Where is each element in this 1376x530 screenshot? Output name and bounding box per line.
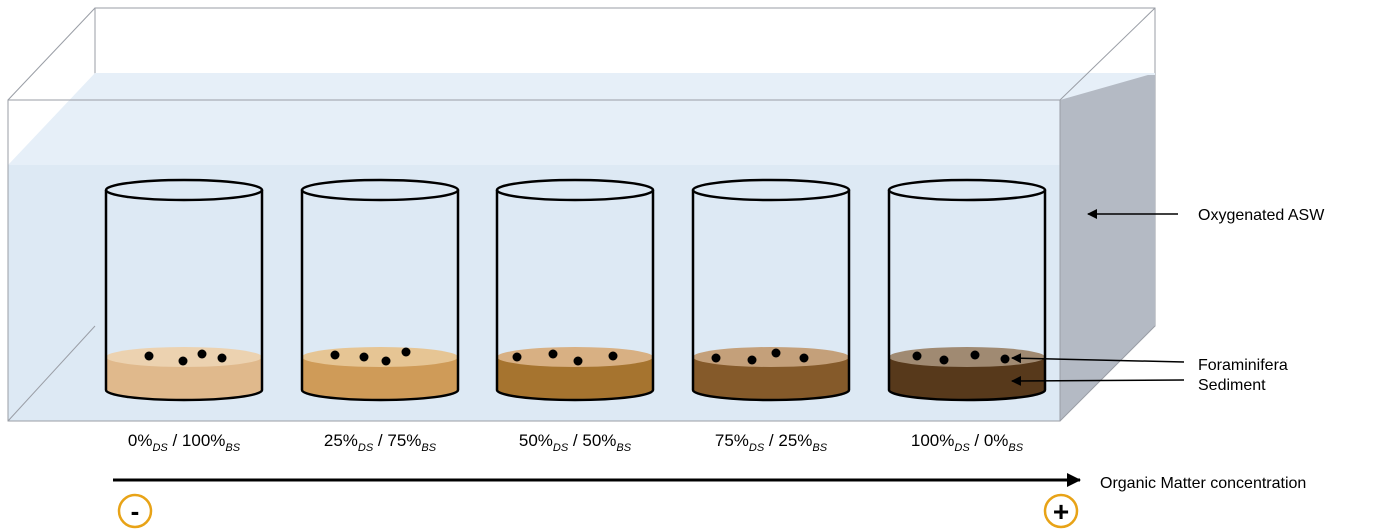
foraminifera-dot: [178, 356, 188, 366]
foraminifera-dot: [747, 355, 757, 365]
sediment-layer: [302, 357, 458, 400]
beaker-3: [495, 178, 655, 402]
sediment-callout-arrow: [1011, 375, 1185, 386]
foraminifera-callout-label: Foraminifera: [1198, 357, 1288, 374]
foraminifera-dot: [771, 348, 781, 358]
water-callout-label: Oxygenated ASW: [1198, 207, 1325, 224]
beaker-rim: [300, 178, 460, 202]
ratio-label: 50%DS / 50%BS: [519, 431, 632, 454]
beaker-base: [495, 389, 655, 402]
beaker-rim: [495, 178, 655, 202]
sediment-layer: [693, 357, 849, 400]
ratio-label: 75%DS / 25%BS: [715, 431, 828, 454]
minus-icon: -: [117, 493, 153, 529]
foraminifera-dot: [939, 355, 949, 365]
sediment-surface: [889, 347, 1045, 367]
foraminifera-dot: [1000, 354, 1010, 364]
foraminifera-dot: [970, 350, 980, 360]
water-surface: [8, 73, 1155, 165]
beaker-2: [300, 178, 460, 402]
aquarium-frame: [7, 7, 1156, 422]
beaker-base: [104, 389, 264, 402]
beaker-base: [887, 389, 1047, 402]
sediment-layer: [497, 357, 653, 400]
foraminifera-dot: [381, 356, 391, 366]
foraminifera-dot: [144, 351, 154, 361]
foraminifera-dot: [548, 349, 558, 359]
foraminifera-dot: [197, 349, 207, 359]
ratio-label: 25%DS / 75%BS: [324, 431, 437, 454]
ratio-labels: 0%DS / 100%BS 25%DS / 75%BS 50%DS / 50%BS 7…: [128, 431, 1024, 454]
beaker-1: [104, 178, 264, 402]
beaker-4: [691, 178, 851, 402]
foraminifera-callout-arrow: [1011, 353, 1185, 364]
sediment-surface: [693, 347, 849, 367]
sediment-surface: [302, 347, 458, 367]
foraminifera-dot: [912, 351, 922, 361]
beaker-5: [887, 178, 1047, 402]
foraminifera-dot: [711, 353, 721, 363]
svg-text:-: -: [131, 496, 140, 526]
aquarium-side-face: [1060, 73, 1155, 421]
foraminifera-dot: [359, 352, 369, 362]
foraminifera-dot: [573, 356, 583, 366]
sediment-callout-label: Sediment: [1198, 377, 1266, 394]
plus-icon: +: [1043, 493, 1079, 529]
beaker-rim: [691, 178, 851, 202]
ratio-label: 100%DS / 0%BS: [911, 431, 1024, 454]
beaker-base: [691, 389, 851, 402]
foraminifera-dot: [217, 353, 227, 363]
foraminifera-dot: [401, 347, 411, 357]
beaker-base: [300, 389, 460, 402]
foraminifera-dot: [608, 351, 618, 361]
organic-matter-axis-label: Organic Matter concentration: [1100, 475, 1306, 492]
beakers-group: [104, 178, 1047, 402]
svg-text:+: +: [1053, 496, 1069, 527]
sediment-layer: [106, 357, 262, 400]
sediment-layer: [889, 357, 1045, 400]
foraminifera-dot: [512, 352, 522, 362]
foraminifera-dot: [799, 353, 809, 363]
ratio-label: 0%DS / 100%BS: [128, 431, 241, 454]
beaker-rim: [104, 178, 264, 202]
water-back: [95, 73, 1155, 75]
foraminifera-dot: [330, 350, 340, 360]
beaker-rim: [887, 178, 1047, 202]
